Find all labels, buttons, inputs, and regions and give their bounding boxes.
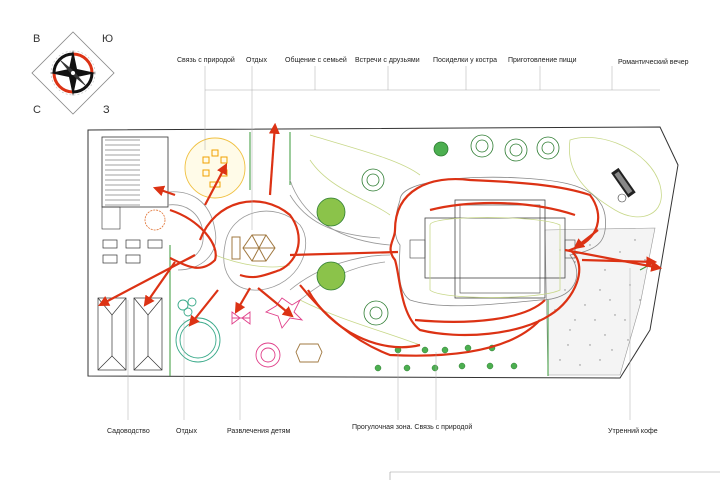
pool-terrace — [394, 176, 606, 307]
house-hatch — [105, 139, 140, 206]
label-friends: Встречи с друзьями — [355, 57, 420, 64]
label-nature-connection: Связь с природой — [177, 57, 235, 64]
compass-south-label: Ю — [102, 33, 114, 45]
gazebo — [231, 234, 276, 262]
fire-pit-area — [184, 137, 246, 199]
routes — [169, 178, 600, 357]
label-rest-bottom: Отдых — [176, 428, 198, 435]
leader-lines-top — [204, 66, 660, 230]
label-morning-coffee: Утренний кофе — [608, 428, 658, 435]
greenhouses — [97, 297, 163, 371]
label-campfire: Посиделки у костра — [433, 57, 498, 64]
small-beds — [102, 239, 163, 264]
flower-bed — [144, 209, 166, 231]
label-cooking: Приготовление пищи — [508, 57, 577, 64]
grill — [611, 167, 636, 198]
trees — [316, 134, 560, 326]
label-family: Общение с семьей — [285, 57, 347, 64]
shrubs — [374, 344, 518, 372]
label-romantic: Романтический вечер — [618, 59, 689, 66]
paths — [167, 179, 391, 301]
house-block — [101, 136, 169, 208]
leader-lines-bottom — [127, 268, 631, 420]
site-boundary — [87, 126, 679, 379]
label-rest-top: Отдых — [246, 57, 268, 64]
gravel-zone — [544, 227, 656, 376]
grass-lines — [214, 134, 662, 346]
label-walk-zone: Прогулочная зона. Связь с природой — [352, 424, 473, 431]
compass-east-label: В — [33, 33, 41, 45]
label-kids: Развлечения детям — [227, 428, 291, 435]
kids-play — [175, 297, 323, 368]
compass-rose — [31, 31, 115, 115]
compass-north-label: С — [33, 104, 41, 116]
label-gardening: Садоводство — [107, 428, 150, 435]
compass-west-label: З — [103, 104, 110, 116]
route-arrows — [98, 122, 663, 327]
